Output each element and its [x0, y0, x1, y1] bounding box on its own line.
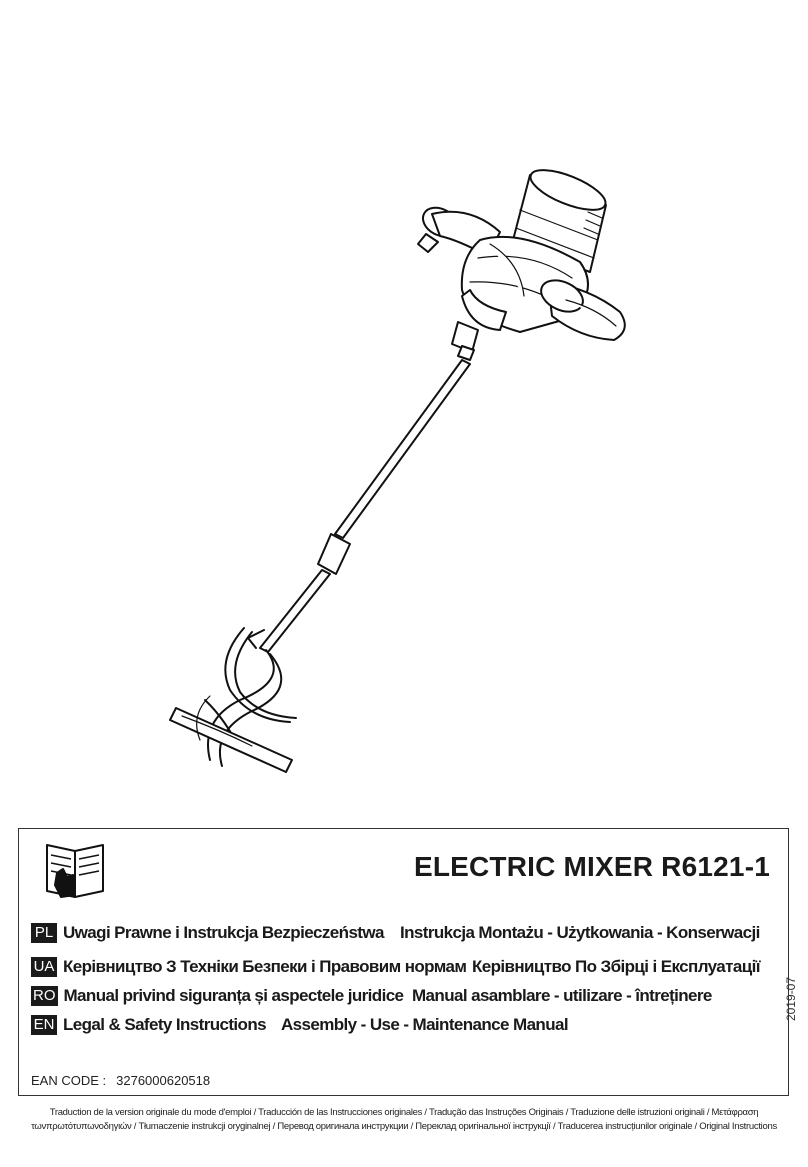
legal-safety-title: Legal & Safety Instructions: [63, 1015, 267, 1034]
language-code-badge: UA: [31, 957, 57, 977]
read-manual-icon: [46, 844, 104, 898]
language-row-en: EN Legal & Safety Instructions: [31, 1013, 267, 1037]
mixing-paddle: [169, 627, 297, 773]
assembly-manual-title: Instrukcja Montażu - Użytkowania - Konse…: [400, 923, 760, 942]
language-row-ua: UA Керівництво З Техніки Безпеки і Право…: [31, 955, 467, 979]
legal-safety-title: Керівництво З Техніки Безпеки і Правовим…: [63, 957, 467, 976]
language-code-badge: EN: [31, 1015, 57, 1035]
edition-date: 2019-07: [784, 977, 798, 1022]
product-title: ELECTRIC MIXER R6121-1: [413, 851, 770, 882]
electric-mixer-illustration: [169, 169, 626, 773]
ean-label: EAN CODE :: [31, 1073, 107, 1088]
product-info-box: ELECTRIC MIXER R6121-1 PL Uwagi Prawne i…: [18, 828, 798, 1096]
language-row-pl: PL Uwagi Prawne i Instrukcja Bezpieczeńs…: [31, 921, 384, 945]
legal-safety-title: Manual privind siguranța și aspectele ju…: [63, 986, 405, 1005]
translation-note: Traduction de la version originale du mo…: [0, 1106, 808, 1134]
translation-note-line: τωνπρωτότυπωνοδηγιών / Tłumaczenie instr…: [31, 1121, 777, 1132]
language-code-badge: RO: [31, 986, 58, 1006]
assembly-manual-title: Manual asamblare - utilizare - întreține…: [412, 986, 712, 1005]
right-handle: [540, 279, 626, 341]
mixer-shaft: [259, 359, 471, 653]
assembly-manual-title: Assembly - Use - Maintenance Manual: [281, 1015, 569, 1034]
ean-value: 3276000620518: [116, 1073, 211, 1088]
translation-note-line: Traduction de la version originale du mo…: [49, 1107, 759, 1118]
language-row-ro: RO Manual privind siguranța și aspectele…: [31, 984, 405, 1008]
chuck: [451, 321, 479, 361]
language-code-badge: PL: [31, 923, 57, 943]
legal-safety-title: Uwagi Prawne i Instrukcja Bezpieczeństwa: [63, 923, 384, 942]
assembly-manual-title: Керівництво По Збірці і Експлуатації: [472, 957, 760, 976]
ean-code: EAN CODE : 3276000620518: [31, 1073, 210, 1088]
